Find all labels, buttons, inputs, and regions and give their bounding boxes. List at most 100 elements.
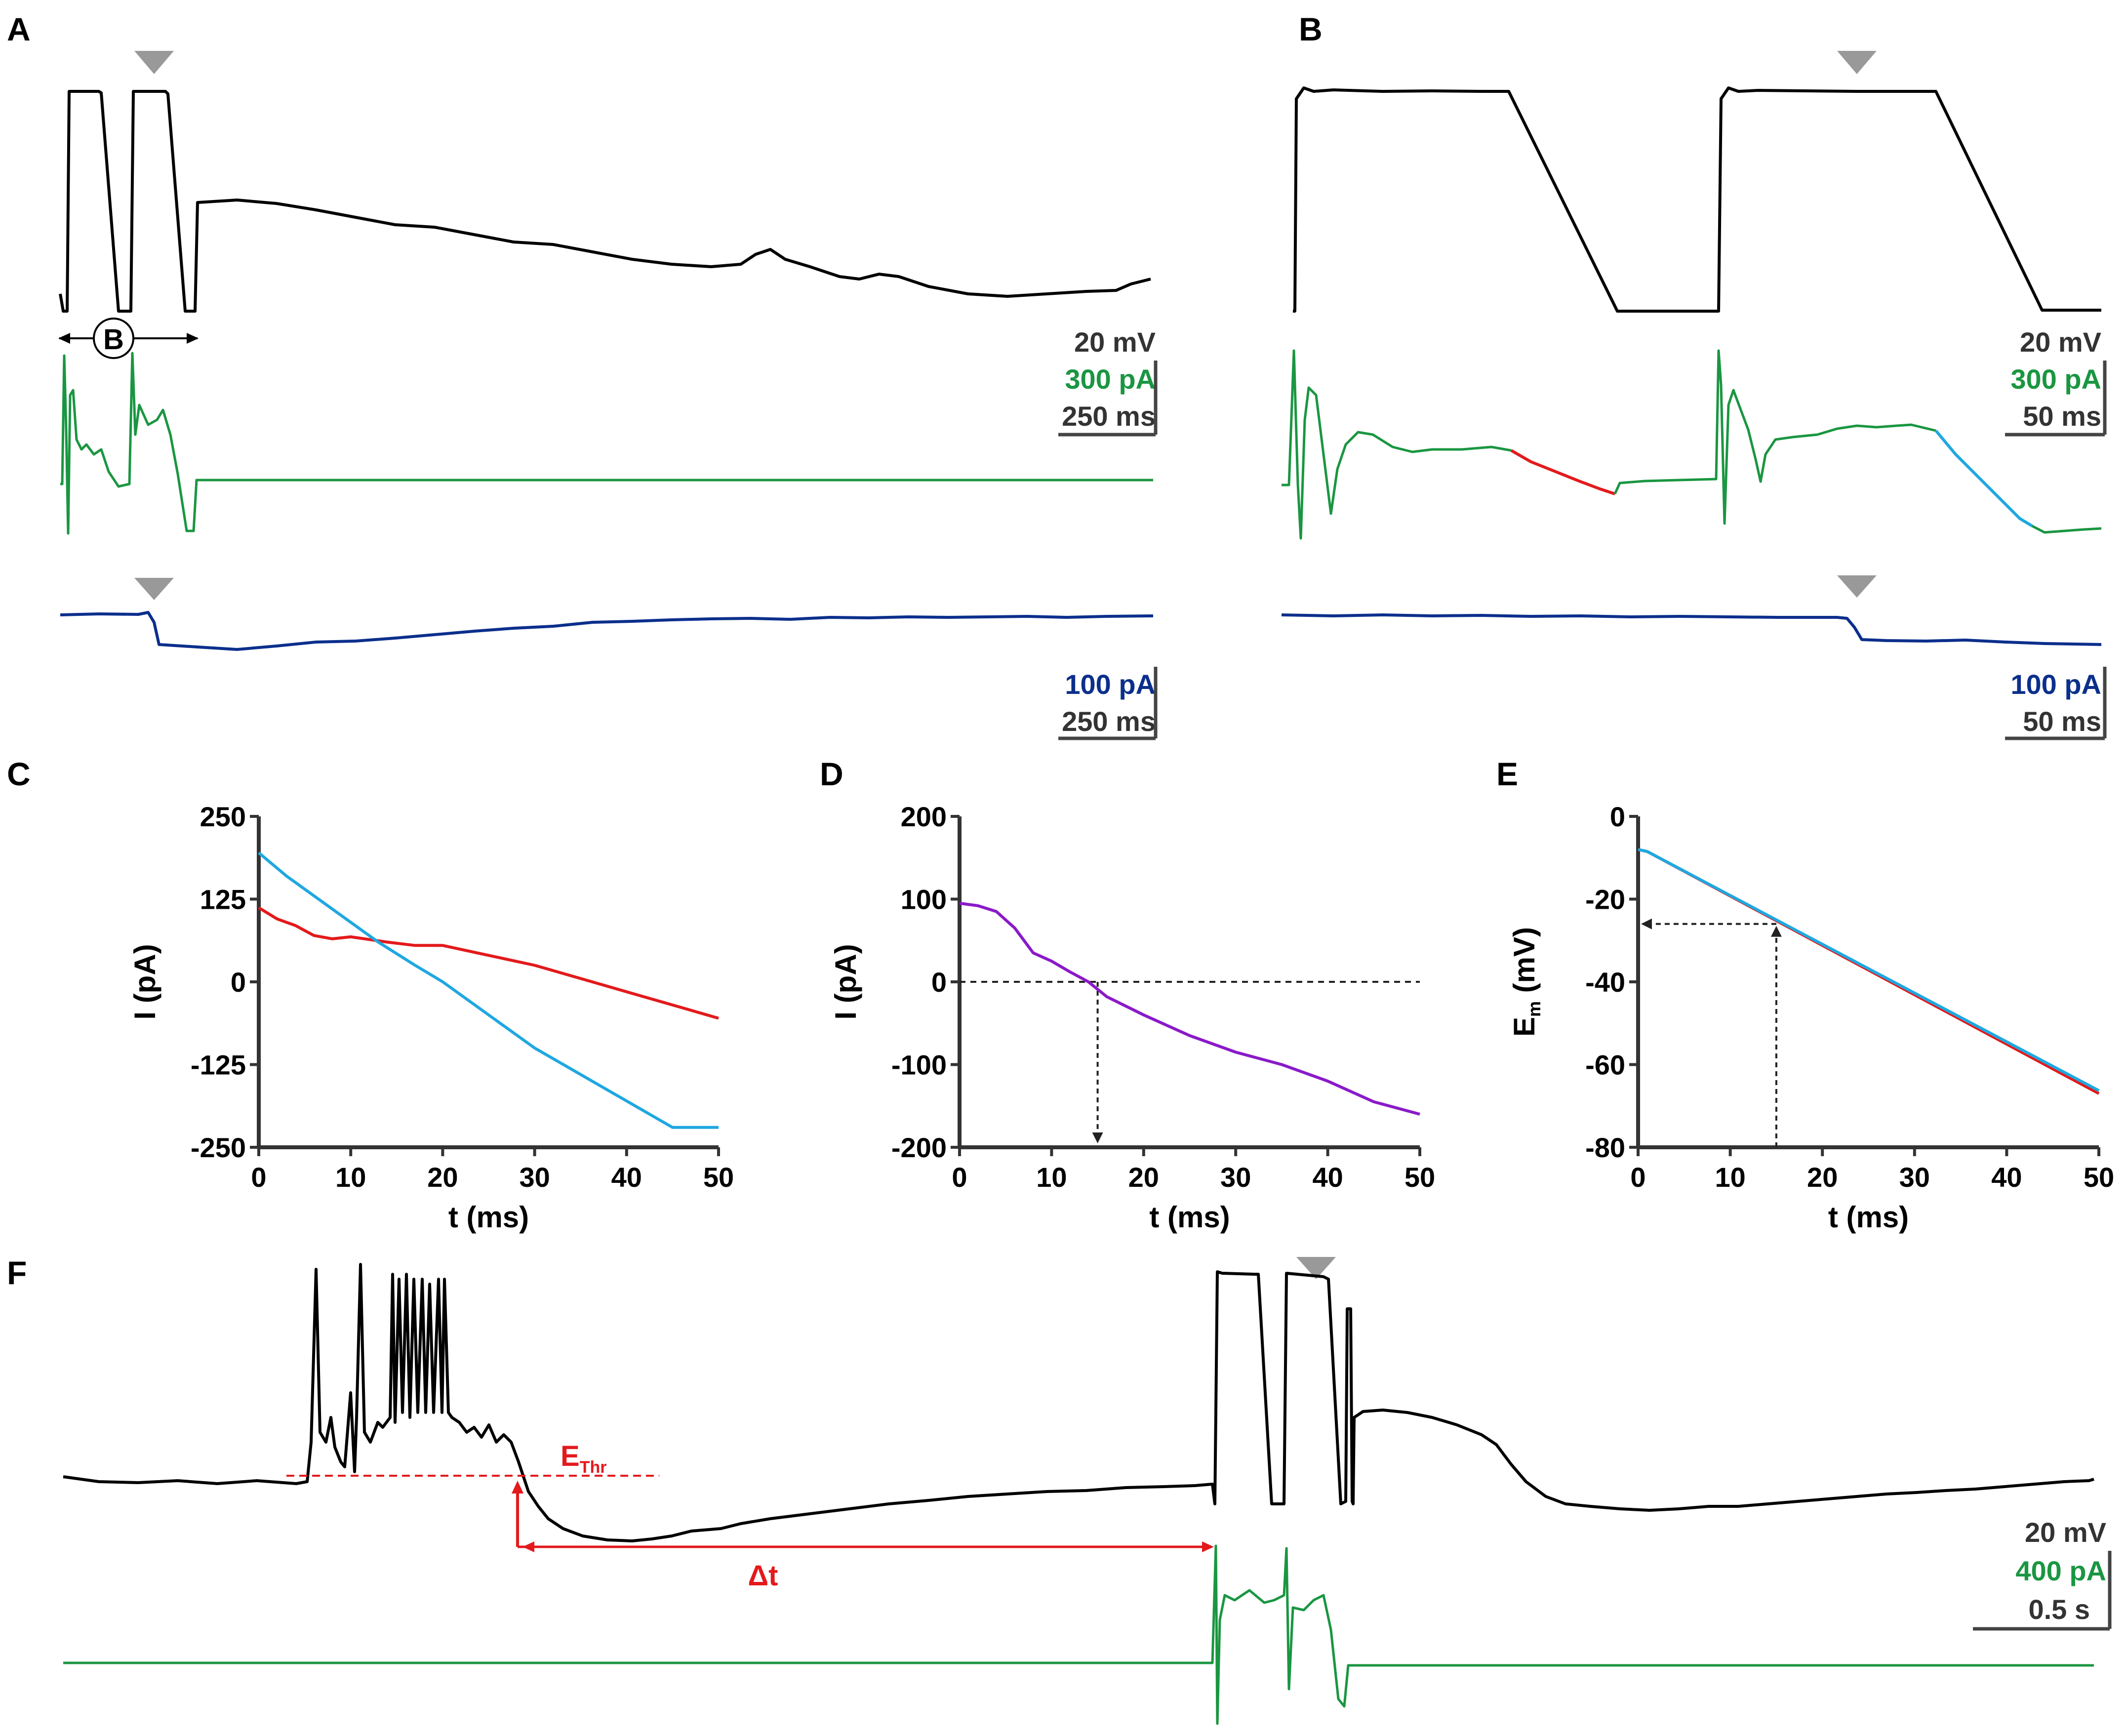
scalebar-a-bottom: 100 pA 250 ms	[1058, 667, 1158, 740]
chart-c: 0 10 20 30 40 50 250 125 0 -125 -250 t (ms) I (pA)	[128, 801, 734, 1234]
y-tick-label: 0	[931, 967, 947, 998]
scale-voltage-f: 20 mV	[2025, 1517, 2106, 1548]
x-tick-label: 40	[1991, 1162, 2022, 1193]
x-tick-label: 0	[251, 1162, 266, 1193]
scale-time-a-hold: 250 ms	[1062, 706, 1156, 737]
x-tick-label: 30	[1220, 1162, 1251, 1193]
y-tick-label: 0	[1610, 801, 1625, 832]
scale-current-b-hold: 100 pA	[2010, 669, 2101, 700]
x-tick-label: 10	[335, 1162, 366, 1193]
voltage-trace-f	[63, 1263, 2094, 1542]
panel-a: B 20 mV 300 pA 250 ms 100 pA 250 ms	[58, 51, 1158, 740]
x-tick-label: 0	[952, 1162, 967, 1193]
delta-t-annotation: Δt	[512, 1481, 1214, 1592]
panel-label-e: E	[1496, 756, 1518, 792]
y-tick-label: -60	[1585, 1050, 1625, 1081]
stim-marker-b-top	[1837, 51, 1877, 74]
delta-t-label: Δt	[748, 1560, 778, 1592]
scalebar-b-top: 20 mV 300 pA 50 ms	[2005, 326, 2107, 437]
panel-label-a: A	[7, 11, 31, 47]
stim-current-trace-b	[1282, 349, 1512, 540]
stim-marker-a-bottom	[134, 578, 174, 600]
series-line-1	[1638, 848, 2100, 1095]
scale-current-a-hold: 100 pA	[1065, 669, 1156, 700]
panel-b: 20 mV 300 pA 50 ms 100 pA 50 ms	[1281, 51, 2107, 740]
holding-current-trace-b	[1281, 613, 2102, 646]
chart-d: 0 10 20 30 40 50 200 100 0 -100 -200 t (ms) I (pA)	[829, 801, 1435, 1234]
voltage-trace-a	[59, 90, 1151, 313]
scale-current-a: 300 pA	[1065, 363, 1156, 395]
y-tick-label: 250	[200, 801, 246, 832]
scale-time-f: 0.5 s	[2028, 1594, 2090, 1625]
x-tick-label: 20	[1128, 1162, 1159, 1193]
scale-current-b: 300 pA	[2010, 363, 2101, 395]
x-tick-label: 50	[1405, 1162, 1435, 1193]
y-tick-label: 125	[200, 884, 246, 915]
stim-current-trace-b-2	[1613, 349, 1936, 525]
x-tick-label: 20	[1807, 1162, 1838, 1193]
scale-current-f: 400 pA	[2015, 1555, 2106, 1586]
scalebar-f: 20 mV 400 pA 0.5 s	[1973, 1517, 2112, 1631]
bracket-b-label: B	[103, 323, 124, 356]
y-tick-label: 0	[231, 967, 246, 998]
panel-label-c: C	[7, 756, 31, 792]
red-segment-b	[1510, 449, 1615, 495]
x-axis-title: t (ms)	[448, 1201, 529, 1234]
stim-current-trace-b-3	[2031, 525, 2102, 534]
panel-label-d: D	[820, 756, 843, 792]
x-axis-title: t (ms)	[1149, 1201, 1230, 1234]
x-tick-label: 10	[1036, 1162, 1067, 1193]
series-line-2	[1638, 848, 2100, 1092]
crossing-arrow-head	[1092, 1132, 1103, 1143]
y-tick-label: -100	[891, 1050, 947, 1081]
scalebar-a-top: 20 mV 300 pA 250 ms	[1058, 326, 1158, 437]
stim-current-trace-a	[60, 352, 1153, 535]
x-tick-label: 50	[703, 1162, 734, 1193]
threshold-annotation: EThr	[286, 1440, 659, 1477]
scale-voltage-a: 20 mV	[1074, 326, 1156, 358]
y-tick-label: 200	[901, 801, 947, 832]
y-tick-label: -20	[1585, 884, 1625, 915]
scalebar-b-bottom: 100 pA 50 ms	[2005, 667, 2107, 740]
y-tick-label: 100	[901, 884, 947, 915]
crossing-vertical-head	[1770, 926, 1782, 937]
panel-f: EThr Δt 20 mV 400 pA 0.5 s	[63, 1257, 2112, 1725]
series-line-2	[258, 851, 719, 1129]
y-axis-title: I (pA)	[829, 944, 862, 1019]
holding-current-trace-a	[60, 611, 1154, 651]
y-tick-label: -125	[191, 1050, 246, 1081]
stim-current-trace-f	[63, 1544, 2094, 1725]
crossing-horizontal-head	[1641, 918, 1652, 929]
x-tick-label: 30	[519, 1162, 550, 1193]
cyan-segment-b	[1934, 430, 2033, 527]
stim-marker-a-top	[134, 51, 174, 74]
y-tick-label: -250	[191, 1132, 246, 1163]
threshold-label: EThr	[561, 1440, 606, 1477]
y-tick-label: -40	[1585, 967, 1625, 998]
y-tick-label: -200	[891, 1132, 947, 1163]
x-tick-label: 40	[1312, 1162, 1343, 1193]
x-tick-label: 0	[1630, 1162, 1645, 1193]
panel-label-b: B	[1299, 11, 1323, 47]
bracket-b: B	[58, 318, 199, 359]
x-tick-label: 30	[1899, 1162, 1930, 1193]
stim-marker-f	[1296, 1257, 1336, 1279]
y-tick-label: -80	[1585, 1132, 1625, 1163]
x-tick-label: 50	[2084, 1162, 2114, 1193]
x-axis-title: t (ms)	[1828, 1201, 1909, 1234]
x-tick-label: 10	[1715, 1162, 1745, 1193]
scale-voltage-b: 20 mV	[2020, 326, 2101, 358]
y-axis-title: I (pA)	[128, 944, 161, 1019]
series-line-1	[959, 901, 1420, 1116]
voltage-trace-b	[1293, 86, 2101, 313]
scale-time-b-hold: 50 ms	[2023, 706, 2101, 737]
scale-time-a: 250 ms	[1062, 401, 1156, 432]
panel-label-f: F	[7, 1254, 27, 1291]
scale-time-b: 50 ms	[2023, 401, 2101, 432]
x-tick-label: 40	[611, 1162, 642, 1193]
series-line-1	[258, 906, 719, 1020]
stim-marker-b-bottom	[1837, 575, 1877, 598]
x-tick-label: 20	[427, 1162, 458, 1193]
